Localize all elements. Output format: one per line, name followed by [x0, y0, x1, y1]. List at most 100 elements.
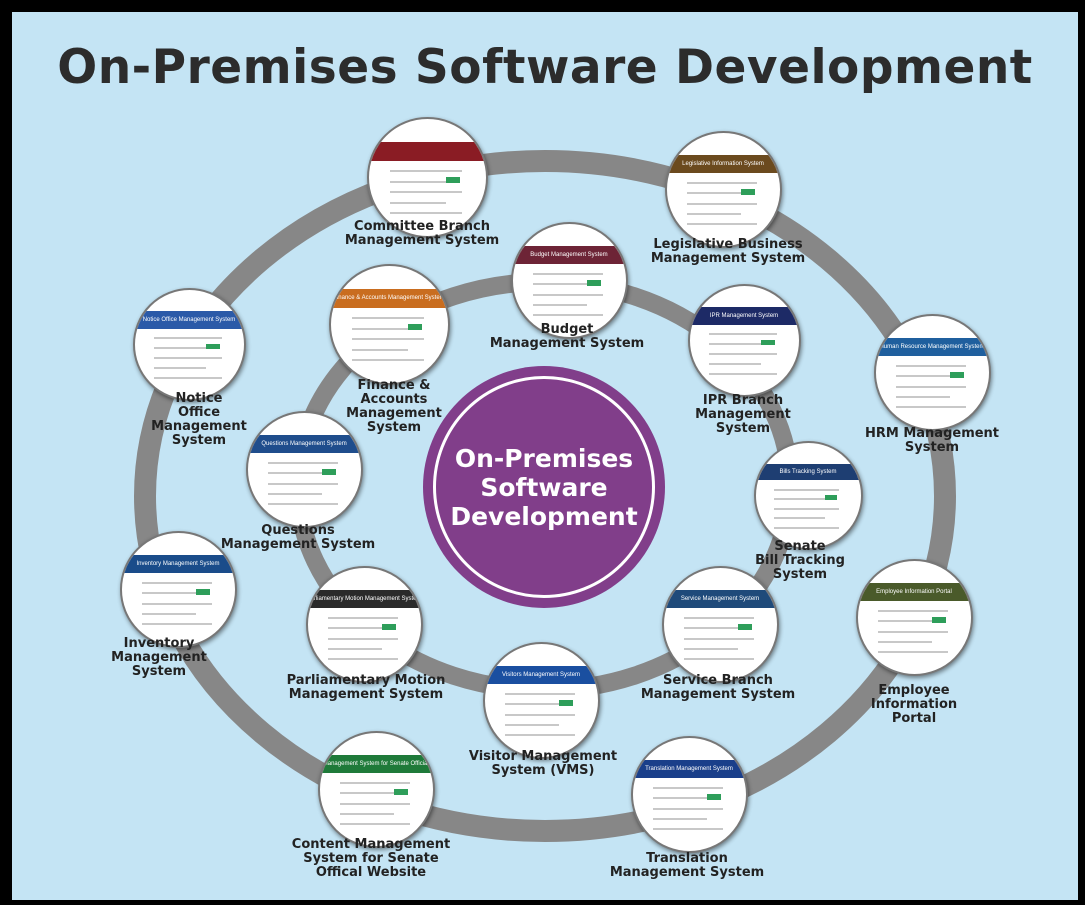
screenshot-content-line — [532, 293, 603, 296]
system-screenshot-translation: Translation Management System — [630, 735, 748, 853]
screenshot-content-line — [504, 693, 575, 696]
screenshot-action-button — [587, 280, 601, 286]
screenshot-content-line — [267, 482, 338, 485]
system-label-line: Portal — [891, 711, 937, 726]
screenshot-content-line — [327, 657, 398, 660]
system-label-line: Management — [111, 650, 207, 665]
screenshot-content-line — [389, 212, 463, 215]
system-label-line: Employee — [878, 683, 950, 698]
screenshot-content-line — [652, 807, 723, 810]
screenshot-content-line — [351, 359, 425, 362]
screenshot-content-line — [141, 612, 197, 615]
screenshot-action-button — [445, 177, 460, 183]
screenshot-content-line — [389, 169, 463, 172]
screenshot-header-title: Human Resource Management System — [879, 344, 985, 351]
screenshot-content-line — [532, 273, 603, 276]
system-label-line: Senate — [774, 539, 826, 554]
screenshot-content-line — [327, 627, 383, 630]
screenshot-action-button — [761, 340, 775, 346]
screenshot-action-button — [824, 495, 838, 501]
screenshot-content-line — [652, 797, 708, 800]
screenshot-header-bar: Budget Management System — [512, 246, 626, 265]
system-label-line: Offical Website — [315, 865, 427, 880]
screenshot-content-line — [774, 517, 825, 520]
screenshot-content-line — [141, 602, 212, 605]
screenshot-content-line — [532, 313, 603, 316]
screenshot-header-title: Service Management System — [680, 596, 760, 603]
system-label-line: Visitor Management — [468, 749, 618, 764]
system-screenshot-inventory: Inventory Management System — [119, 530, 237, 648]
screenshot-content-line — [532, 303, 588, 306]
screenshot-content-line — [652, 827, 723, 830]
screenshot-action-button — [741, 189, 755, 195]
system-label-line: Management — [695, 407, 791, 422]
system-screenshot-finance-accounts: Finance & Accounts Management System — [328, 263, 450, 385]
center-hub-ring: On-Premises Software Development — [433, 376, 655, 598]
system-label-line: System — [772, 567, 828, 582]
screenshot-content-line — [351, 348, 408, 351]
screenshot-content-line — [351, 338, 425, 341]
system-label-line: Service Branch — [663, 673, 773, 688]
screenshot-header-bar: Parliamentary Motion Management System — [307, 590, 421, 609]
screenshot-content-line — [774, 488, 840, 491]
screenshot-content-line — [774, 507, 840, 510]
screenshot-content-line — [895, 375, 951, 378]
screenshot-content-line — [141, 592, 197, 595]
screenshot-header-bar — [368, 141, 486, 161]
screenshot-header-title: Bills Tracking System — [779, 468, 837, 475]
screenshot-content-line — [389, 191, 463, 194]
screenshot-content-line — [877, 610, 948, 613]
screenshot-header-bar: Notice Office Management System — [134, 311, 244, 329]
screenshot-content-line — [154, 357, 222, 360]
system-screenshot-questions: Questions Management System — [245, 410, 363, 528]
system-screenshot-service-branch: Service Management System — [661, 565, 779, 683]
screenshot-content-line — [683, 627, 739, 630]
screenshot-header-title: Budget Management System — [530, 252, 608, 259]
screenshot-content-line — [774, 498, 825, 501]
screenshot-content-line — [339, 802, 410, 805]
screenshot-header-title: Inventory Management System — [136, 561, 220, 568]
screenshot-content-line — [683, 617, 754, 620]
screenshot-header-title: Content Management System for Senate Off… — [319, 761, 433, 768]
screenshot-content-line — [877, 620, 933, 623]
screenshot-action-button — [738, 624, 752, 630]
system-label-line: Accounts — [360, 392, 428, 407]
system-screenshot-ipr-branch: IPR Management System — [687, 283, 801, 397]
screenshot-content-line — [154, 337, 222, 340]
screenshot-content-line — [895, 395, 951, 398]
system-screenshot-visitor: Visitors Management System — [482, 641, 600, 759]
system-screenshot-senate-bill-tracking: Bills Tracking System — [753, 440, 863, 550]
system-label-line: Information — [870, 697, 958, 712]
screenshot-content-line — [504, 713, 575, 716]
system-label-line: HRM Management — [864, 426, 1000, 441]
system-label-line: Translation — [646, 851, 728, 866]
screenshot-content-line — [141, 582, 212, 585]
screenshot-content-line — [686, 182, 757, 185]
screenshot-content-line — [504, 733, 575, 736]
screenshot-content-line — [895, 405, 966, 408]
screenshot-header-title: IPR Management System — [709, 313, 779, 320]
screenshot-action-button — [322, 469, 336, 475]
screenshot-content-line — [709, 372, 777, 375]
screenshot-content-line — [686, 212, 742, 215]
screenshot-content-line — [877, 650, 948, 653]
system-label-line: Questions — [261, 523, 335, 538]
screenshot-content-line — [877, 640, 933, 643]
screenshot-action-button — [382, 624, 396, 630]
screenshot-content-line — [686, 202, 757, 205]
system-label-line: Inventory — [123, 636, 195, 651]
system-label-line: Management System — [344, 233, 500, 248]
screenshot-content-line — [877, 630, 948, 633]
screenshot-header-title: Employee Information Portal — [876, 589, 952, 596]
screenshot-action-button — [932, 617, 946, 623]
screenshot-header-bar: Employee Information Portal — [857, 583, 971, 602]
system-label-line: Management System — [489, 336, 645, 351]
